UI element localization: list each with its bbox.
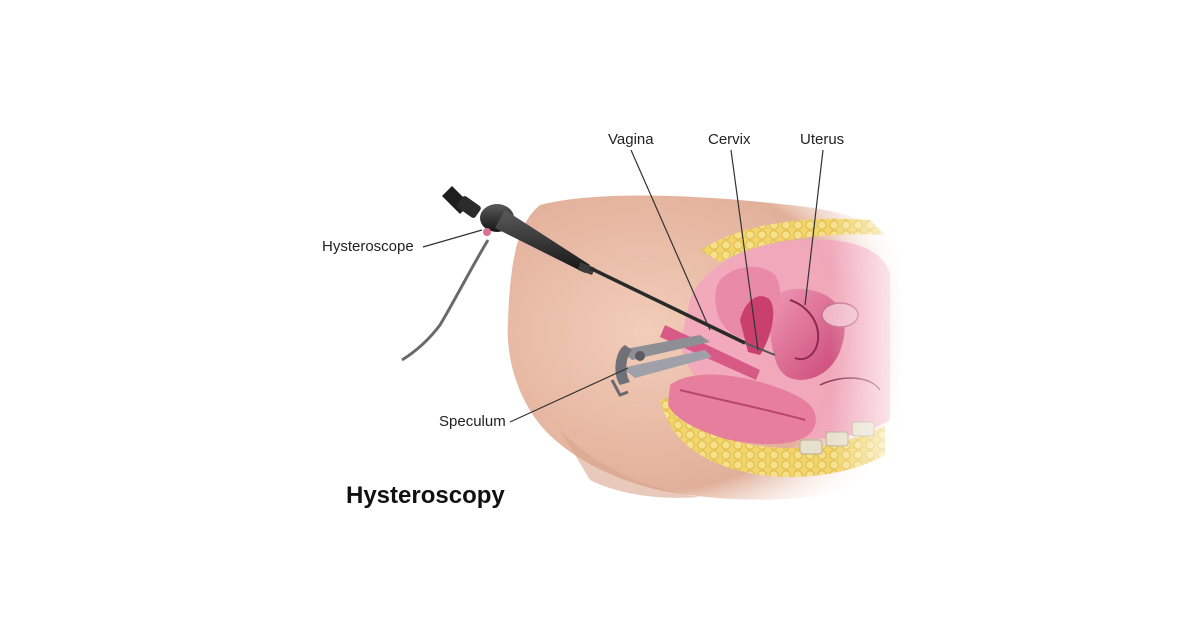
figure-title: Hysteroscopy bbox=[346, 482, 505, 509]
hysteroscope-instrument bbox=[401, 186, 776, 362]
bowel-organ bbox=[668, 374, 816, 445]
cervix-organ bbox=[740, 296, 774, 355]
label-uterus: Uterus bbox=[800, 131, 845, 148]
leader-line-speculum bbox=[509, 367, 629, 423]
label-speculum: Speculum bbox=[439, 413, 506, 430]
label-hysteroscope: Hysteroscope bbox=[322, 238, 414, 255]
leader-line-uterus bbox=[804, 149, 824, 306]
speculum-instrument bbox=[610, 335, 712, 397]
leader-lines bbox=[422, 149, 824, 423]
leader-line-hysteroscope bbox=[422, 229, 483, 248]
leader-line-cervix bbox=[730, 149, 759, 351]
label-cervix: Cervix bbox=[708, 131, 751, 148]
leader-line-vagina bbox=[630, 149, 711, 331]
label-vagina: Vagina bbox=[608, 131, 654, 148]
